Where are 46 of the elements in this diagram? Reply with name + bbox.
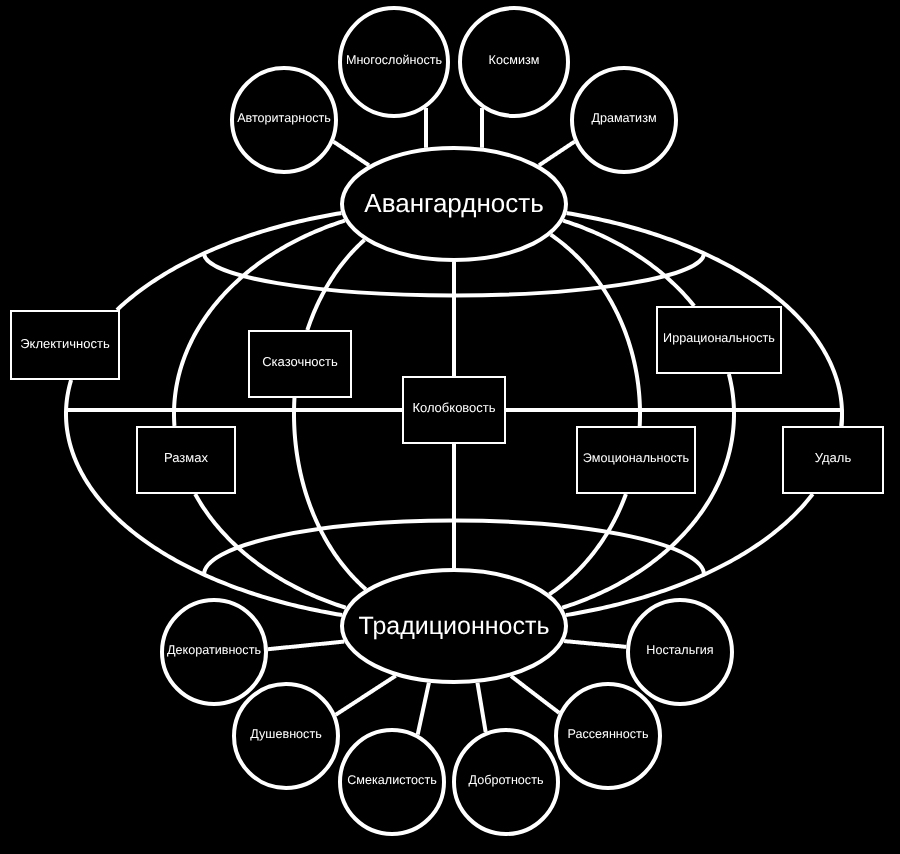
concept-circle: [160, 598, 268, 706]
meridian-line: [292, 396, 368, 591]
meridian-line: [172, 218, 347, 428]
connector-line: [537, 139, 577, 168]
concept-circle: [626, 598, 734, 706]
meridian-line: [560, 372, 736, 610]
connector-line: [424, 106, 428, 150]
concept-ellipse: [340, 568, 568, 684]
concept-box: [10, 310, 120, 380]
concept-box: [402, 376, 506, 444]
connector-line: [562, 639, 628, 649]
connector-line: [509, 674, 562, 715]
meridian-line: [548, 232, 642, 428]
meridian-line: [452, 260, 456, 378]
concept-label: Традиционность: [358, 611, 550, 641]
concept-circle: [570, 66, 678, 174]
meridian-line: [452, 442, 456, 570]
connector-line: [415, 680, 431, 737]
concept-circle: [458, 6, 570, 118]
concept-circle: [232, 682, 340, 790]
connector-line: [331, 139, 371, 168]
equator-line: [504, 408, 844, 428]
equator-line: [64, 408, 404, 412]
concept-box: [782, 426, 884, 494]
meridian-line: [305, 238, 367, 332]
concept-box: [576, 426, 696, 494]
connector-line: [266, 639, 346, 652]
meridian-line: [193, 492, 348, 610]
concept-circle: [338, 728, 446, 836]
concept-ellipse: [340, 146, 568, 262]
meridian-line: [547, 492, 628, 596]
meridian-line: [115, 211, 343, 312]
concept-circle: [230, 66, 338, 174]
concept-label: Авангардность: [364, 189, 544, 219]
meridian-line: [561, 218, 696, 308]
concept-circle: [338, 6, 450, 118]
connector-line: [475, 681, 488, 734]
concept-circle: [554, 682, 662, 790]
meridian-line: [64, 378, 344, 618]
concept-box: [248, 330, 352, 398]
connector-line: [333, 674, 398, 717]
concept-circle: [452, 728, 560, 836]
meridian-line: [564, 492, 815, 618]
concept-box: [656, 306, 782, 374]
connector-line: [480, 106, 484, 150]
concept-box: [136, 426, 236, 494]
